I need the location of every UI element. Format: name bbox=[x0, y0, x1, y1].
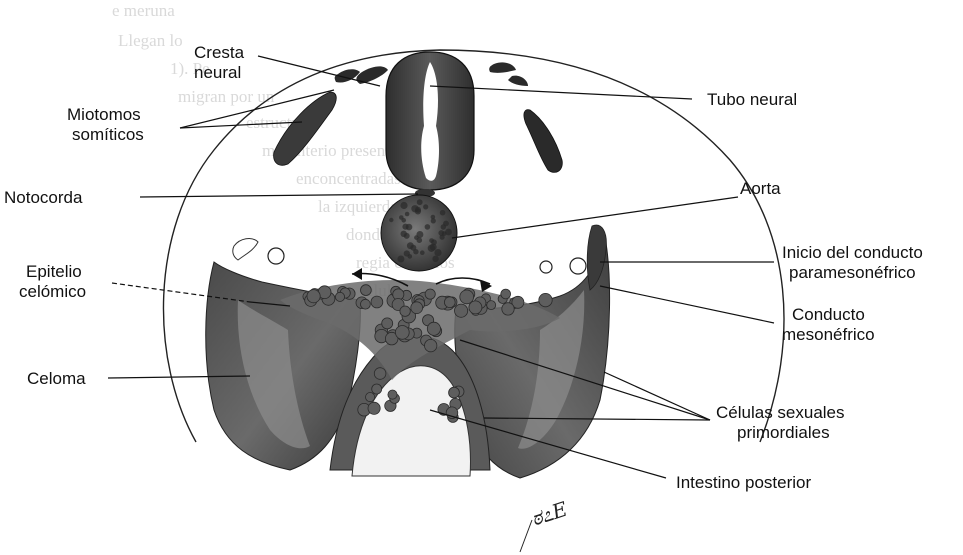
germ-cell bbox=[388, 390, 397, 399]
label-celulas-line2: primordiales bbox=[737, 423, 830, 442]
blood-cell bbox=[389, 218, 393, 222]
blood-cell bbox=[400, 202, 407, 209]
label-epitelio-line1: Epitelio bbox=[26, 262, 82, 281]
germ-cell bbox=[372, 384, 382, 394]
label-cresta-neural-line2: neural bbox=[194, 63, 241, 82]
background-text-line: migran por un bbox=[178, 87, 275, 106]
label-tubo-neural: Tubo neural bbox=[707, 90, 797, 109]
blood-cell bbox=[432, 256, 438, 262]
blood-cell bbox=[399, 215, 404, 220]
blood-cell bbox=[445, 229, 452, 236]
blood-cell bbox=[440, 210, 446, 216]
germ-cell bbox=[374, 368, 386, 380]
right-mesonephric-duct bbox=[540, 261, 552, 273]
left-mesonephric-duct bbox=[268, 248, 284, 264]
blood-cell bbox=[441, 224, 446, 229]
blood-cell bbox=[428, 245, 435, 252]
germ-cell bbox=[411, 302, 423, 314]
germ-cell bbox=[361, 299, 371, 309]
germ-cell bbox=[501, 289, 511, 299]
label-epitelio-celomico: Epitelio celómico bbox=[19, 262, 87, 301]
label-paramesonefrico-line2: paramesonéfrico bbox=[789, 263, 916, 282]
germ-cell bbox=[444, 297, 455, 308]
label-cresta-neural: Cresta neural bbox=[194, 43, 249, 82]
blood-cell bbox=[417, 237, 423, 243]
label-mesonefrico-line1: Conducto bbox=[792, 305, 865, 324]
blood-cell bbox=[431, 218, 436, 223]
neural-crest-right-2 bbox=[508, 76, 528, 86]
blood-cell bbox=[420, 250, 425, 255]
germ-cell bbox=[427, 322, 440, 335]
blood-cell bbox=[415, 207, 421, 213]
neural-crest-right bbox=[489, 62, 516, 72]
leader-mesonefrico bbox=[600, 286, 774, 323]
germ-cell bbox=[368, 402, 380, 414]
blood-cell bbox=[417, 199, 423, 205]
germ-cell bbox=[425, 339, 437, 351]
blood-cell bbox=[416, 231, 423, 238]
germ-cell bbox=[487, 301, 496, 310]
germ-cell bbox=[361, 285, 372, 296]
blood-cell bbox=[408, 254, 413, 259]
germ-cell bbox=[307, 290, 320, 303]
label-intestino-posterior: Intestino posterior bbox=[676, 473, 811, 492]
blood-cell bbox=[397, 256, 404, 263]
blood-cell bbox=[402, 224, 408, 230]
germ-cell bbox=[539, 293, 552, 306]
germ-cell bbox=[502, 303, 514, 315]
handwritten-stroke bbox=[520, 520, 532, 552]
handwritten-annotation: ಠ೭E bbox=[528, 497, 570, 531]
label-miotomos-line1: Miotomos bbox=[67, 105, 141, 124]
germ-cell bbox=[335, 292, 344, 301]
label-celulas-sexuales-primordiales: Células sexuales primordiales bbox=[716, 403, 849, 442]
label-celulas-line1: Células sexuales bbox=[716, 403, 845, 422]
leader-celulas-1 bbox=[604, 372, 710, 420]
germ-cell bbox=[425, 289, 435, 299]
blood-cell bbox=[431, 239, 437, 245]
label-cresta-neural-line1: Cresta bbox=[194, 43, 245, 62]
background-text-line: e meruna bbox=[112, 1, 175, 20]
blood-cell bbox=[425, 224, 431, 230]
label-mesonefrico-line2: mesonéfrico bbox=[782, 325, 875, 344]
blood-cell bbox=[404, 233, 410, 239]
germ-cell bbox=[366, 393, 375, 402]
germ-cell bbox=[382, 318, 393, 329]
right-paramesonephric-duct bbox=[570, 258, 586, 274]
germ-cell bbox=[395, 326, 409, 340]
myotome-right bbox=[524, 110, 562, 173]
background-text-line: Llegan lo bbox=[118, 31, 183, 50]
blood-cell bbox=[410, 245, 416, 251]
blood-cell bbox=[434, 249, 441, 256]
label-miotomos-somiticos: Miotomos somíticos bbox=[67, 105, 145, 144]
label-conducto-mesonefrico: Conducto mesonéfrico bbox=[782, 305, 875, 344]
germ-cell bbox=[469, 301, 482, 314]
leader-cresta-neural bbox=[258, 56, 380, 86]
left-paramesonephric-fold bbox=[233, 239, 258, 260]
label-aorta: Aorta bbox=[740, 179, 781, 198]
label-notocorda: Notocorda bbox=[4, 188, 83, 207]
label-celoma: Celoma bbox=[27, 369, 86, 388]
label-miotomos-line2: somíticos bbox=[72, 125, 144, 144]
label-paramesonefrico-line1: Inicio del conducto bbox=[782, 243, 923, 262]
germ-cell bbox=[455, 304, 468, 317]
blood-cell bbox=[405, 212, 410, 217]
germ-cell bbox=[371, 296, 383, 308]
label-inicio-conducto-paramesonefrico: Inicio del conducto paramesonéfrico bbox=[782, 243, 928, 282]
label-epitelio-line2: celómico bbox=[19, 282, 86, 301]
germ-cell bbox=[400, 306, 410, 316]
germ-cell bbox=[449, 387, 460, 398]
blood-cell bbox=[423, 204, 428, 209]
